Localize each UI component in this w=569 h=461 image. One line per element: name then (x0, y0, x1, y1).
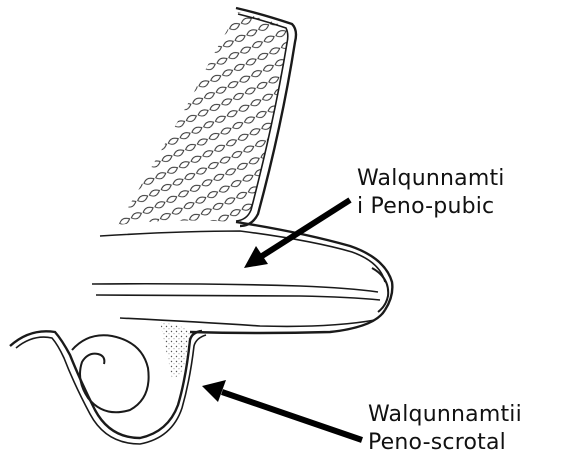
scrotum (10, 322, 206, 444)
label-peno-pubic-line2: i Peno-pubic (357, 193, 505, 221)
urethra-lower-line (96, 295, 380, 300)
shaft-lower-inner-line (120, 318, 375, 326)
label-peno-scrotal-line1: Walqunnamtii (368, 401, 522, 429)
label-peno-scrotal-line2: Peno-scrotal (368, 429, 522, 457)
arrow-peno-scrotal (202, 380, 362, 440)
label-peno-pubic: Walqunnamti i Peno-pubic (357, 165, 505, 221)
shaft-lower-outer-line (190, 310, 385, 333)
label-peno-scrotal: Walqunnamtii Peno-scrotal (368, 401, 522, 457)
penile-shaft (92, 222, 392, 333)
label-peno-pubic-line1: Walqunnamti (357, 165, 505, 193)
urethra-upper-line (92, 284, 378, 292)
shaft-upper-inner-line (100, 231, 385, 282)
abdominal-wall (118, 8, 296, 226)
glans-tip (372, 268, 388, 312)
